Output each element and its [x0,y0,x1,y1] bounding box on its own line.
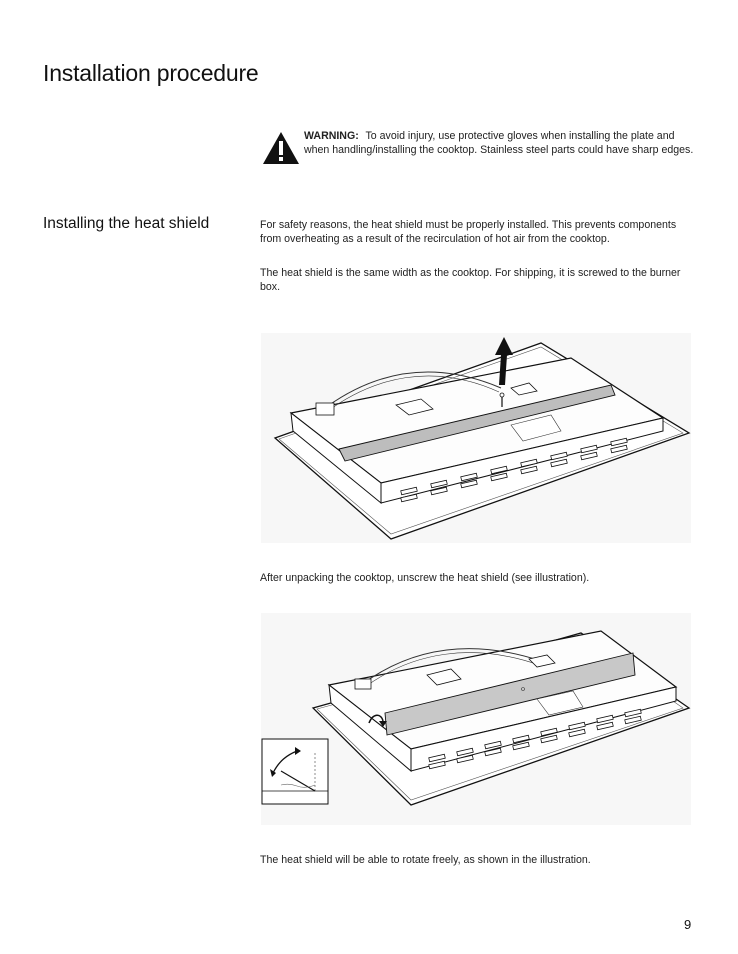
page-title: Installation procedure [43,60,259,86]
shipping-paragraph: The heat shield is the same width as the… [260,267,681,294]
warning-label: WARNING: [304,130,359,142]
rotate-heat-shield-illustration [261,613,691,825]
figure2-caption: The heat shield will be able to rotate f… [260,854,591,866]
intro-paragraph: For safety reasons, the heat shield must… [260,219,677,246]
page-number: 9 [684,917,692,932]
section-heading: Installing the heat shield [43,215,210,232]
unscrew-heat-shield-illustration [261,333,691,543]
warning-body: To avoid injury, use protective gloves w… [304,130,694,157]
warning-triangle-icon [263,132,299,164]
figure1-caption: After unpacking the cooktop, unscrew the… [260,572,590,584]
warning-message: WARNING: To avoid injury, use protective… [304,129,699,158]
